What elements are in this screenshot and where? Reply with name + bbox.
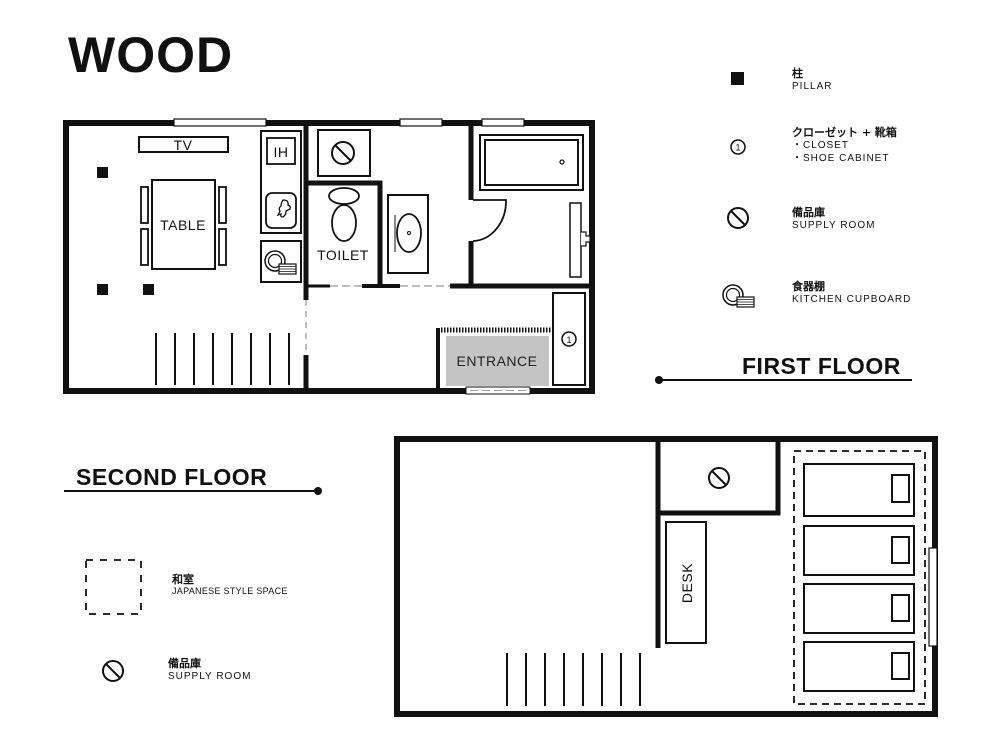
supply-room-icon [102, 660, 124, 682]
pillar-icon [731, 72, 744, 85]
second-floor-plan [394, 436, 938, 717]
first-floor-label: FIRST FLOOR [742, 353, 901, 379]
legend-en: ・CLOSET [792, 140, 850, 152]
window [928, 547, 938, 647]
supply-room-icon [727, 207, 749, 229]
plan-title: WOOD [68, 27, 234, 83]
legend-en: JAPANESE STYLE SPACE [172, 586, 288, 597]
legend-en: SUPPLY ROOM [792, 220, 876, 232]
ih-label: IH [274, 144, 289, 160]
stairs [506, 653, 641, 706]
tv-label: TV [174, 137, 193, 153]
japanese-style-space-icon [85, 559, 142, 615]
desk-label: DESK [679, 563, 695, 603]
legend-en: KITCHEN CUPBOARD [792, 294, 912, 306]
supply-room-icon [331, 141, 355, 165]
legend-item-supply-room-2f: 備品庫 SUPPLY ROOM [168, 657, 251, 683]
stairs [155, 333, 290, 385]
pillar [97, 284, 108, 295]
entrance-label: ENTRANCE [456, 353, 537, 369]
table-label: TABLE [160, 217, 206, 233]
legend-en: ・SHOE CABINET [792, 153, 890, 165]
legend-en: PILLAR [792, 81, 833, 93]
legend-item-closet: クローゼット + 靴箱 ・CLOSET ・SHOE CABINET [792, 126, 897, 165]
toilet-label: TOILET [317, 247, 369, 263]
first-floor-plan [63, 118, 595, 395]
legend-jp: 和室 [172, 573, 194, 586]
pillar [97, 167, 108, 178]
pillar [143, 284, 154, 295]
legend-en: SUPPLY ROOM [168, 671, 252, 683]
legend-jp: 食器棚 [792, 280, 825, 293]
window [399, 118, 443, 127]
legend-jp: 柱 [792, 67, 803, 80]
window [481, 118, 525, 127]
entrance-floor [446, 336, 549, 386]
closet-number-icon [730, 139, 746, 155]
legend-jp: クローゼット + 靴箱 [792, 126, 897, 139]
legend-item-supply-room: 備品庫 SUPPLY ROOM [792, 206, 875, 232]
legend-jp: 備品庫 [168, 657, 201, 670]
legend-jp: 備品庫 [792, 206, 825, 219]
closet-marker: 1 [566, 335, 571, 345]
legend-item-kitchen-cupboard: 食器棚 KITCHEN CUPBOARD [792, 280, 911, 306]
kitchen-cupboard-icon [722, 284, 755, 308]
legend-item-japanese-style-space: 和室 JAPANESE STYLE SPACE [172, 573, 288, 598]
supply-room-icon [708, 467, 730, 489]
closet-legend-number: 1 [735, 143, 740, 153]
legend-item-pillar: 柱 PILLAR [792, 67, 832, 93]
second-floor-label: SECOND FLOOR [76, 464, 268, 490]
window [173, 118, 267, 127]
